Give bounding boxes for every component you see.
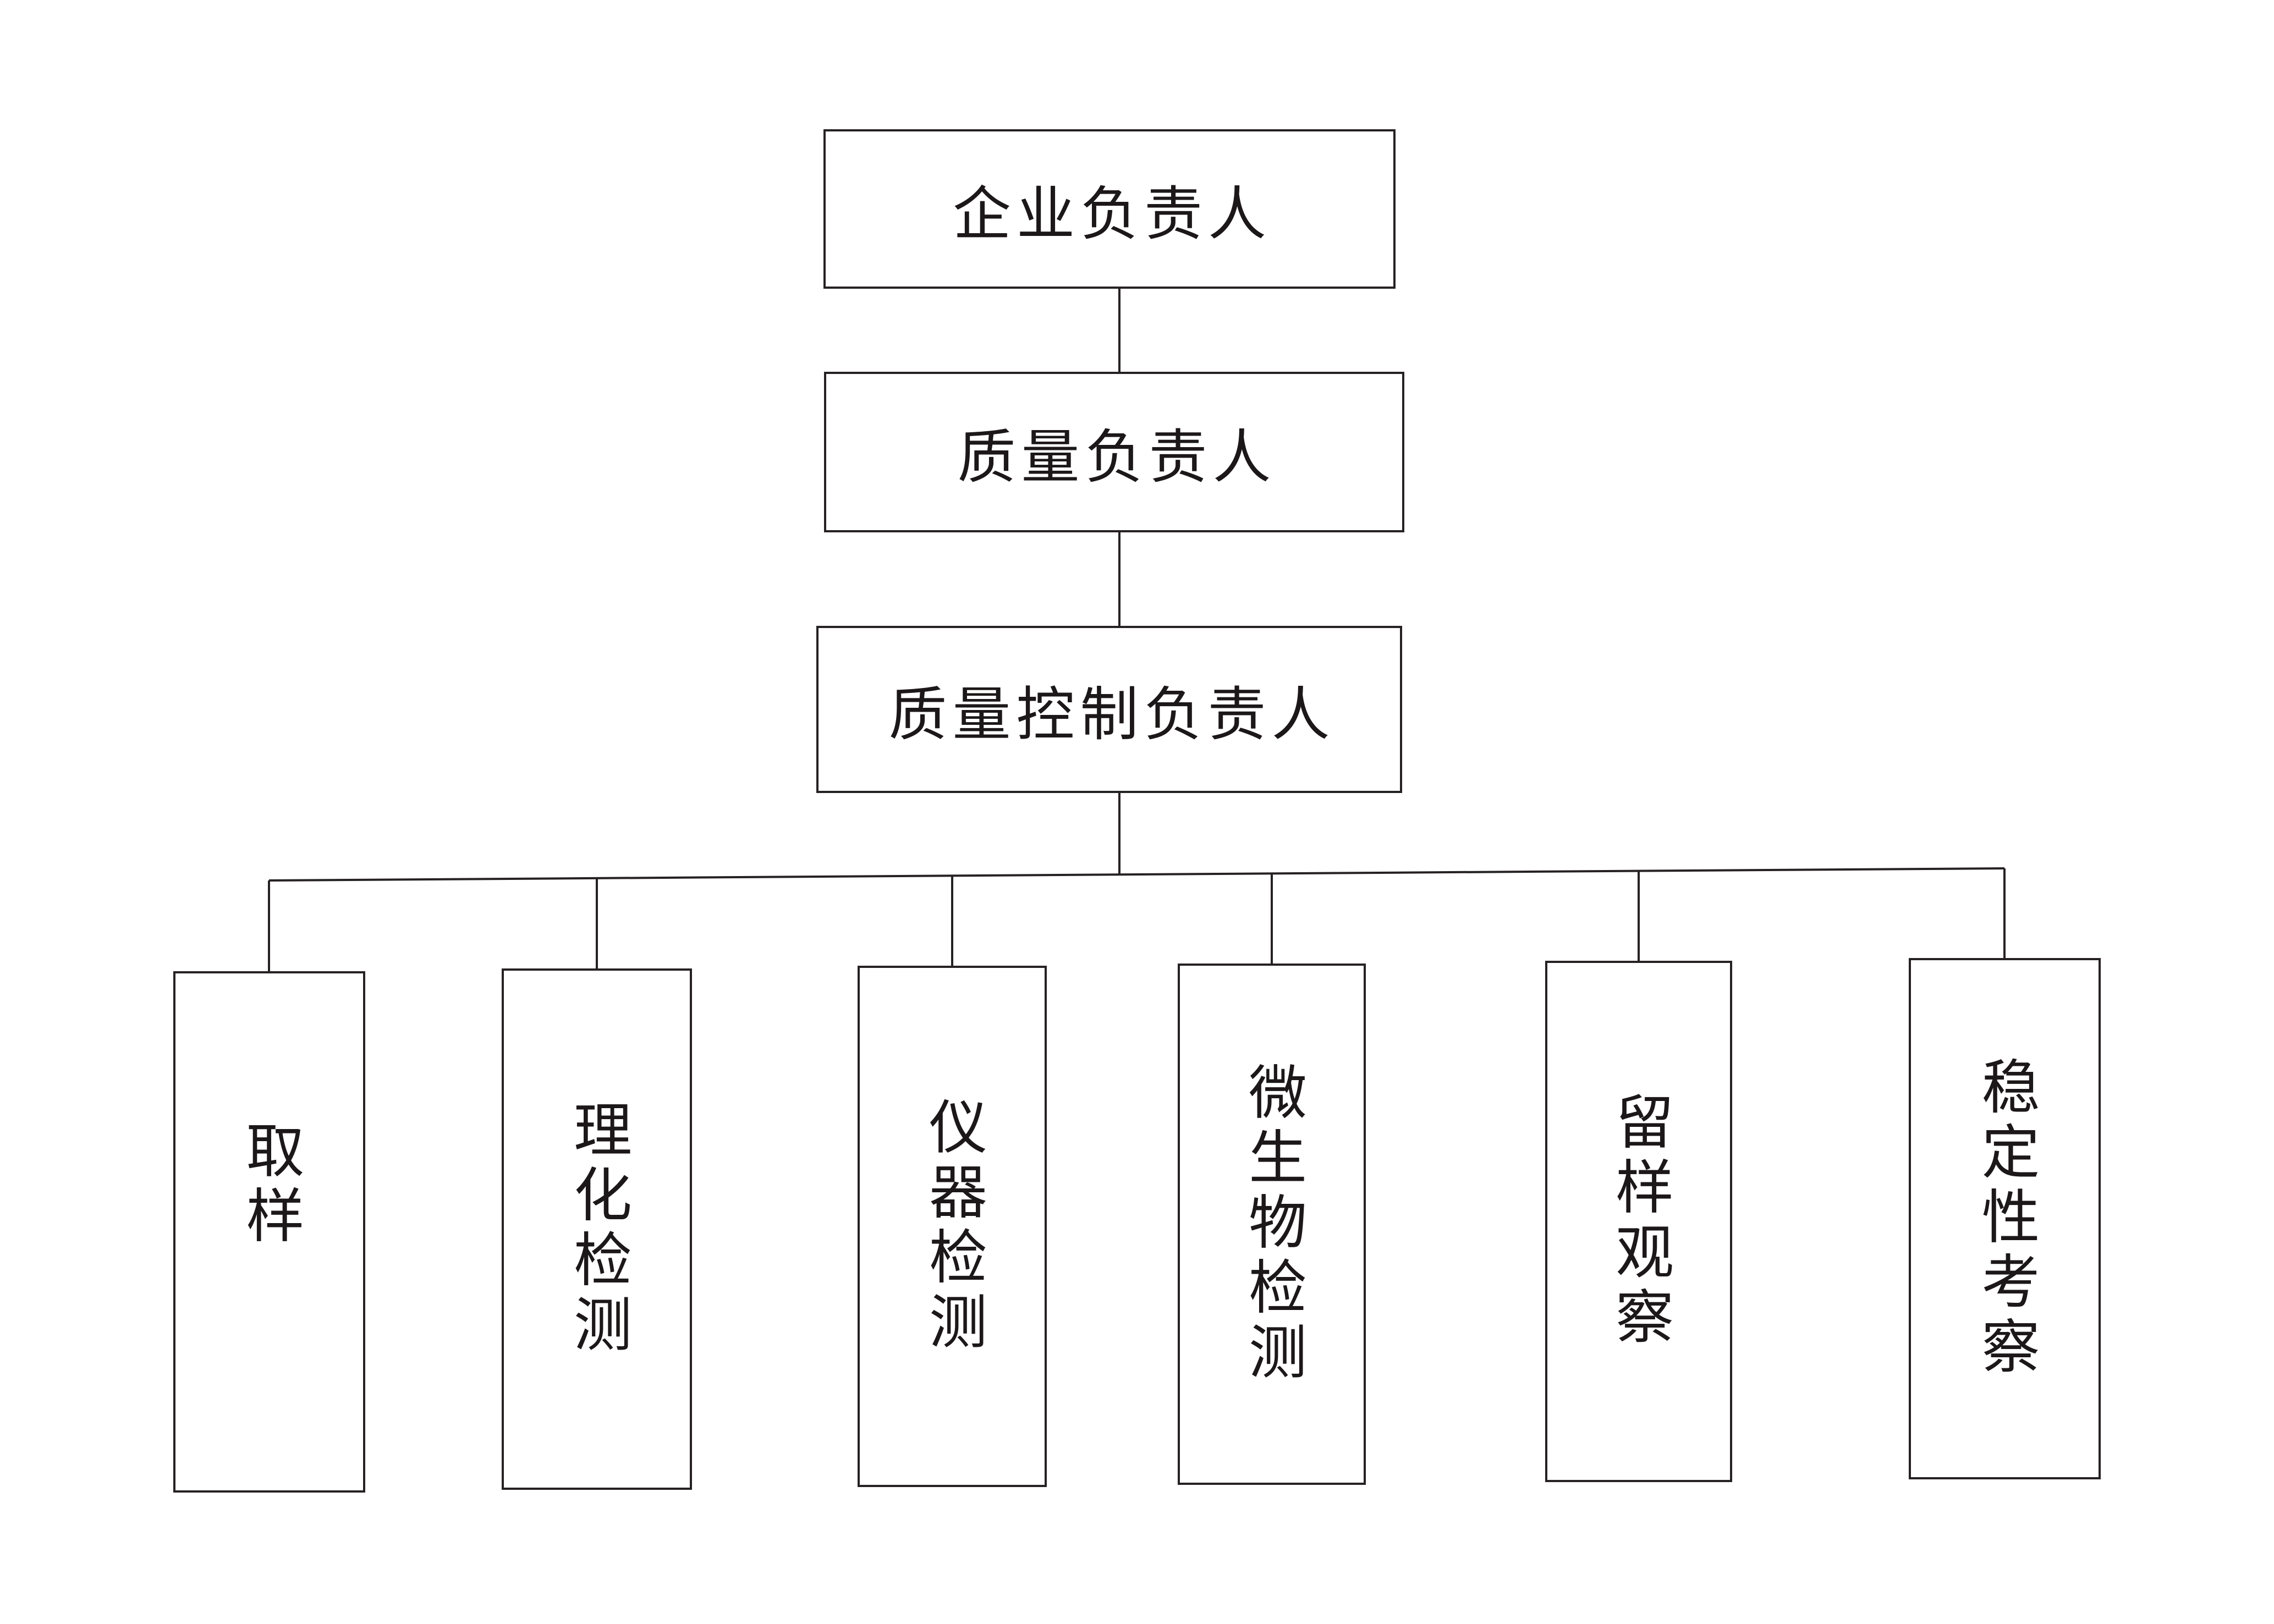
connector-rail [268,867,2005,882]
dept-box-sampling-label: 取样 [237,1120,302,1250]
box-quality-control-head-label: 质量控制负责人 [888,683,1336,747]
dept-box-instrument-testing-label: 仪器检测 [920,1097,985,1356]
dept-box-microbiological-testing: 微生物检测 [1178,964,1366,1485]
dept-box-physicochemical-testing: 理化检测 [502,968,692,1490]
dept-box-instrument-testing: 仪器检测 [858,966,1047,1487]
dept-box-retained-sample-observation: 留样观察 [1545,961,1732,1482]
dept-box-retained-sample-observation-label: 留样观察 [1607,1092,1671,1351]
dept-box-physicochemical-testing-label: 理化检测 [565,1099,629,1359]
box-enterprise-head: 企业负责人 [823,129,1396,289]
box-enterprise-head-label: 企业负责人 [953,183,1272,247]
dept-box-stability-study: 稳定性考察 [1909,958,2101,1479]
dept-box-sampling: 取样 [173,971,365,1493]
box-quality-head-label: 质量负责人 [957,426,1277,490]
box-quality-head: 质量负责人 [824,372,1404,532]
box-quality-control-head: 质量控制负责人 [816,626,1402,793]
dept-box-stability-study-label: 稳定性考察 [1973,1056,2037,1381]
dept-box-microbiological-testing-label: 微生物检测 [1240,1062,1304,1386]
